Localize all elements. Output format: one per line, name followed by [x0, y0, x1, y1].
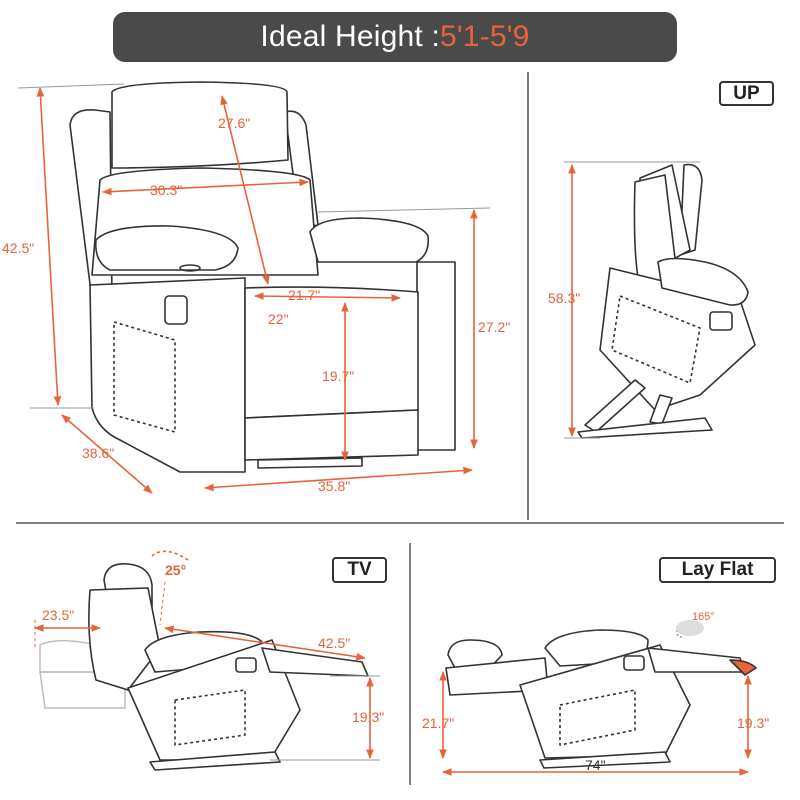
- view-tag-up: UP: [719, 81, 774, 106]
- label-tv-angle: 25°: [165, 562, 186, 578]
- right-arm-body: [416, 261, 456, 451]
- view-tag-tv: TV: [332, 557, 387, 583]
- flat-angle-indicator: [676, 620, 704, 636]
- ideal-height-banner: Ideal Height : 5'1-5'9: [113, 12, 677, 62]
- front-dimension-lines: [17, 83, 491, 494]
- chair-flat-view: [445, 629, 757, 769]
- front-panel: [244, 409, 419, 461]
- right-armrest-top: [309, 217, 430, 263]
- label-up-height: 58.3": [548, 290, 580, 306]
- cup-holder: [179, 264, 201, 272]
- tv-dimension-lines: [34, 550, 380, 761]
- label-flat-angle: 165°: [692, 611, 715, 623]
- label-seat-height: 19.7": [322, 368, 354, 384]
- footrest-edge: [257, 457, 363, 469]
- label-flat-footrest-height: 19.3": [737, 715, 769, 731]
- release-handle: [164, 295, 188, 325]
- seat-cushion: [244, 286, 419, 419]
- ideal-height-value: 5'1-5'9: [439, 20, 530, 53]
- label-flat-total-length: 74": [585, 757, 606, 773]
- up-dimension-lines: [564, 161, 700, 439]
- label-back-height: 27.6": [218, 115, 250, 131]
- label-tv-wall-clearance: 23.5": [42, 607, 74, 623]
- chair-up-view: [577, 163, 756, 439]
- front-dimension-labels: 42.5" 27.6" 30.3" 21.7" 22" 19.7" 27.2" …: [2, 115, 510, 494]
- side-pocket: [113, 321, 176, 433]
- headrest: [111, 81, 289, 169]
- label-tv-extended-length: 42.5": [318, 635, 350, 651]
- chair-front-view: [69, 81, 456, 473]
- label-depth: 38.6": [82, 445, 114, 461]
- tv-dimension-labels: 23.5" 25° 42.5" 19.3": [42, 562, 384, 725]
- chair-tv-view: [88, 563, 369, 771]
- label-width: 35.8": [318, 478, 350, 494]
- label-flat-back-height: 21.7": [422, 715, 454, 731]
- label-tv-footrest-height: 19.3": [352, 709, 384, 725]
- label-back-width: 30.3": [150, 182, 182, 198]
- label-total-height: 42.5": [2, 240, 34, 256]
- label-seat-width: 22": [268, 311, 289, 327]
- label-arm-height: 27.2": [478, 319, 510, 335]
- view-tag-lay-flat: Lay Flat: [659, 557, 776, 583]
- label-seat-depth: 21.7": [288, 287, 320, 303]
- flat-dimension-labels: 165° 21.7" 19.3" 74": [422, 611, 769, 773]
- ideal-height-label: Ideal Height :: [260, 20, 440, 53]
- panel-dividers: [16, 72, 784, 785]
